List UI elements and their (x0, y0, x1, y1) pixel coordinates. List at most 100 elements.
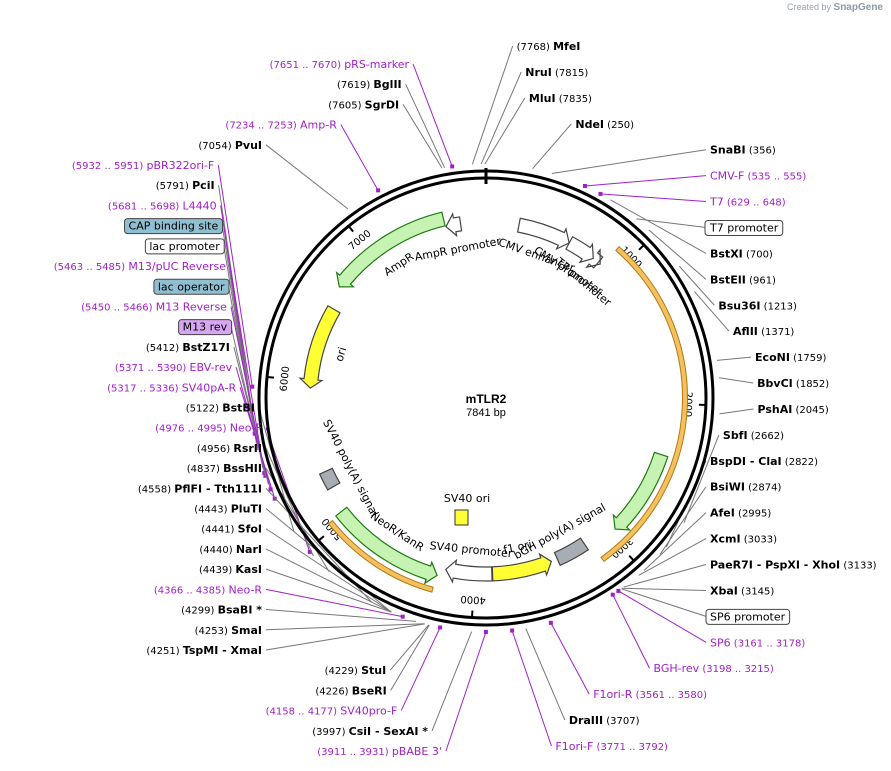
leader-bsabi (265, 609, 417, 622)
site-pre-pcii: (5791) (156, 181, 192, 192)
site-label-text-econi: EcoNI (1759) (755, 351, 826, 364)
site-label-text-lac-operator: lac operator (158, 280, 225, 293)
primer-mark-amp-r (376, 188, 381, 193)
site-label-sbfi: SbfI (2662) (723, 429, 784, 442)
site-label-mfei: (7768) MfeI (517, 40, 581, 53)
site-label-text-bsiwi: BsiWI (2874) (710, 481, 781, 494)
site-post-sbfi: (2662) (748, 431, 785, 442)
site-pre-smai: (4253) (195, 626, 231, 637)
leader-f1ori-r (550, 622, 590, 695)
site-label-text-snabi: SnaBI (356) (710, 144, 776, 157)
site-post-f1ori-r: (3561 .. 3580) (632, 690, 707, 701)
site-name-bsiwi: BsiWI (710, 481, 745, 494)
site-label-cap-binding-site: CAP binding site (124, 218, 223, 235)
site-label-text-sgrdi: (7605) SgrDI (328, 98, 399, 111)
site-label-ndei: NdeI (250) (575, 118, 634, 131)
site-name-bstz17i: BstZ17I (182, 341, 230, 354)
created-by-credit: Created by SnapGene (787, 2, 883, 13)
leader-mfei (471, 45, 514, 165)
site-post-bsiwi: (2874) (745, 483, 782, 494)
site-pre-ebv-rev: (5371 .. 5390) (115, 363, 190, 374)
site-name-pshai: PshAI (757, 403, 792, 416)
site-label-amp-r: (7234 .. 7253) Amp-R (225, 119, 337, 132)
leader-pvui (265, 144, 349, 210)
feature-label-f1-ori: f1 ori (502, 538, 533, 557)
site-pre-nari: (4440) (199, 545, 235, 556)
site-name-sp6-promoter: SP6 promoter (710, 610, 786, 623)
site-label-bstbi: (5122) BstBI (186, 402, 255, 415)
site-name-mlui: MluI (529, 92, 556, 105)
site-pre-pluti: (4443) (194, 505, 230, 516)
leader-smai (265, 623, 425, 631)
leader-bstxi (610, 199, 707, 254)
feature-sv40-ori (454, 509, 469, 526)
tick-6000 (266, 376, 275, 379)
leader-tspmi-xmai (265, 623, 425, 651)
site-name-bsu36i: Bsu36I (718, 299, 760, 312)
leader-f1ori-f (511, 630, 552, 747)
site-label-text-sv40pa-r: (5317 .. 5336) SV40pA-R (107, 381, 236, 394)
leader-bseri (390, 624, 430, 691)
tick-7000 (347, 225, 354, 233)
site-name-bgh-rev: BGH-rev (654, 662, 700, 675)
site-name-bstxi: BstXI (710, 247, 743, 260)
site-label-m13-reverse: (5450 .. 5466) M13 Reverse (81, 300, 227, 313)
leader-prs-marker (412, 63, 453, 167)
primer-mark-ebv-rev (268, 487, 273, 492)
snapgene-brand: SnapGene (833, 2, 883, 13)
site-name-bspdi-clai: BspDI - ClaI (710, 455, 782, 468)
site-label-text-aflii: AflII (1371) (733, 325, 794, 338)
leader-afei (643, 512, 707, 571)
leader-csii-sexai (431, 631, 473, 731)
leader-econi (716, 356, 752, 361)
site-label-rsrii: (4956) RsrII (197, 442, 262, 455)
site-label-text-afei: AfeI (2995) (710, 507, 771, 520)
site-post-f1ori-f: (3771 .. 3792) (593, 742, 668, 753)
site-label-text-sp6: SP6 (3161 .. 3178) (710, 636, 805, 649)
leader-bsteii (648, 229, 707, 280)
site-label-csii-sexai: (3997) CsiI - SexAI * (312, 725, 428, 738)
leader-draiii (525, 628, 566, 721)
feature-ampr (335, 211, 446, 288)
leader-t7-promoter (636, 218, 707, 228)
leader-sv40pro-f (400, 627, 441, 711)
tick-5000 (317, 535, 325, 542)
site-name-lac-operator: lac operator (158, 280, 225, 293)
site-label-text-prs-marker: (7651 .. 7670) pRS-marker (270, 58, 410, 71)
site-label-aflii: AflII (1371) (733, 325, 794, 338)
site-label-text-bspdi-clai: BspDI - ClaI (2822) (710, 455, 818, 468)
site-name-neo-r: Neo-R (228, 583, 262, 596)
site-label-snabi: SnaBI (356) (710, 144, 776, 157)
leader-neo-r (265, 588, 403, 618)
site-name-smai: SmaI (231, 624, 262, 637)
site-label-text-bstz17i: (5412) BstZ17I (146, 341, 230, 354)
site-name-bbvci: BbvCI (757, 377, 793, 390)
site-post-bsu36i: (1213) (761, 301, 798, 312)
leader-pbabe-3 (445, 631, 487, 752)
site-name-sbfi: SbfI (723, 429, 748, 442)
site-name-sgrdi: SgrDI (365, 98, 399, 111)
site-pre-l4440: (5681 .. 5698) (108, 201, 183, 212)
site-label-mlui: MluI (7835) (529, 92, 592, 105)
site-label-text-t7-promoter: T7 promoter (709, 221, 779, 234)
feature-sv40-poly-a-signal (318, 467, 341, 491)
leader-bbvci (719, 377, 754, 384)
leader-pshai (719, 408, 754, 415)
leader-nari (265, 548, 392, 613)
feature-bgh-poly-a-signal (553, 537, 590, 567)
plasmid-size: 7841 bp (466, 407, 506, 419)
site-pre-pflfi-tth111i: (4558) (138, 484, 174, 495)
leader-kasi (265, 568, 392, 613)
site-label-text-pshai: PshAI (2045) (757, 403, 828, 416)
site-name-bstbi: BstBI (222, 402, 255, 415)
site-label-pluti: (4443) PluTI (194, 503, 262, 516)
feature-f1-ori (491, 552, 553, 582)
leader-bgh-rev (612, 594, 650, 669)
site-name-pflfi-tth111i: PflFI - Tth111I (174, 482, 262, 495)
site-name-kasi: KasI (235, 563, 262, 576)
feature-box-lac-operator (153, 278, 230, 295)
label-leader-lines (217, 45, 754, 752)
site-pre-pbabe-3: (3911 .. 3931) (317, 747, 392, 758)
